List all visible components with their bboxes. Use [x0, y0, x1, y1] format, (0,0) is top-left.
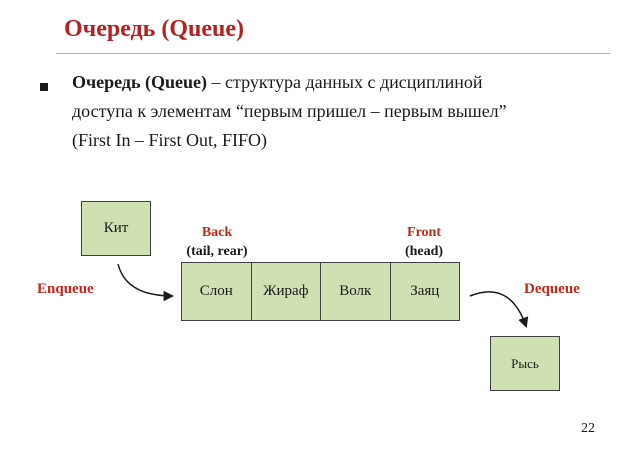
dequeue-arrow-icon	[469, 291, 529, 328]
enqueue-arrow-icon	[117, 263, 175, 302]
back-label-title: Back	[201, 225, 233, 240]
queue-container: Слон Жираф Волк Заяц	[181, 262, 460, 321]
front-label: Front (head)	[396, 223, 452, 261]
definition-line-1-rest: – структура данных с дисциплиной	[207, 72, 483, 92]
queue-cell: Волк	[321, 263, 391, 320]
definition-line-2: доступа к элементам “первым пришел – пер…	[72, 101, 507, 121]
slide-title: Очередь (Queue)	[64, 16, 245, 42]
definition-line-3: (First In – First Out, FIFO)	[72, 130, 268, 150]
page-number: 22	[581, 421, 595, 436]
definition-text: Очередь (Queue) – структура данных с дис…	[72, 68, 592, 155]
title-divider	[56, 53, 611, 54]
queue-cell: Слон	[182, 263, 252, 320]
definition-term: Очередь (Queue)	[72, 72, 208, 92]
dequeue-label: Dequeue	[524, 281, 580, 297]
dequeued-item-box: Рысь	[490, 336, 560, 391]
queue-cell: Заяц	[410, 283, 440, 299]
enqueue-label: Enqueue	[37, 281, 94, 297]
back-label-sub: (tail, rear)	[186, 244, 248, 259]
front-label-sub: (head)	[404, 244, 444, 259]
back-label: Back (tail, rear)	[178, 223, 256, 261]
queue-cell: Жираф	[252, 263, 321, 320]
front-label-title: Front	[407, 225, 441, 240]
incoming-item-box: Кит	[81, 201, 151, 256]
square-bullet-icon	[40, 83, 48, 91]
definition-line-1: Очередь (Queue) – структура данных с дис…	[72, 68, 592, 97]
